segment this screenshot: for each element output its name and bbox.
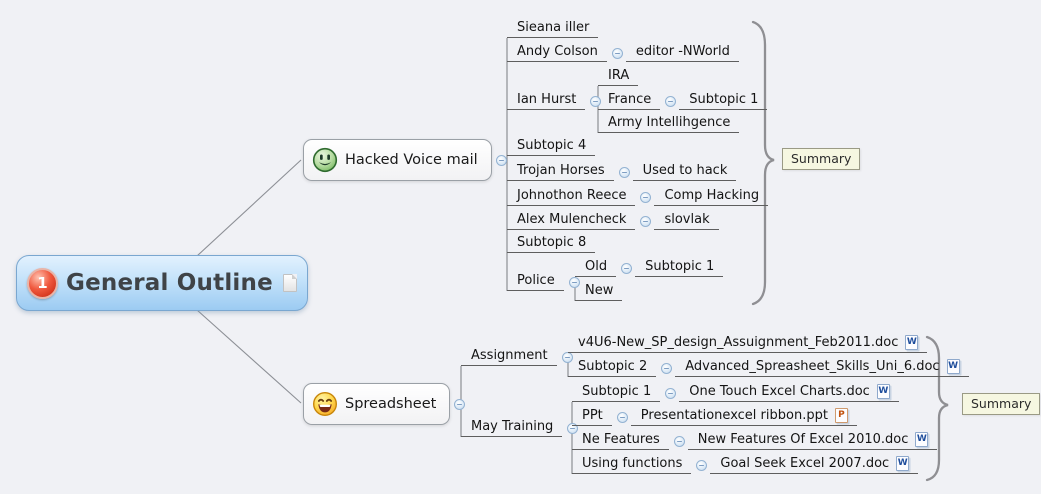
- subtopic-advanced-spreadsheet-doc[interactable]: Advanced_Spreasheet_Skills_Uni_6.doc W: [675, 358, 969, 377]
- green-smiley-icon: [312, 147, 338, 173]
- subtopic-andy-colson[interactable]: Andy Colson: [507, 43, 607, 62]
- collapse-button[interactable]: [567, 422, 579, 434]
- subtopic-old[interactable]: Old: [575, 258, 617, 277]
- summary-topic-bottom[interactable]: Summary: [962, 393, 1041, 415]
- subtopic-france[interactable]: France: [598, 91, 661, 110]
- word-file-icon[interactable]: W: [946, 359, 960, 374]
- subtopic-assignment-doc[interactable]: v4U6-New_SP_design_Assuignment_Feb2011.d…: [568, 334, 928, 353]
- subtopic-editor-nworld[interactable]: editor -NWorld: [625, 43, 739, 62]
- topic-label: Spreadsheet: [345, 396, 437, 412]
- subtopic-sieana-iller[interactable]: Sieana iller: [507, 19, 599, 38]
- laughing-smiley-icon: [312, 391, 338, 417]
- collapse-button[interactable]: [561, 351, 573, 363]
- central-topic[interactable]: 1 General Outline: [16, 255, 308, 311]
- topic-label: Hacked Voice mail: [345, 152, 478, 168]
- subtopic-used-to-hack[interactable]: Used to hack: [632, 162, 737, 181]
- collapse-button[interactable]: [661, 362, 673, 374]
- subtopic-comp-hacking[interactable]: Comp Hacking: [654, 187, 769, 206]
- powerpoint-file-icon[interactable]: P: [834, 408, 848, 423]
- subtopic-one-touch-excel-doc[interactable]: One Touch Excel Charts.doc W: [679, 383, 899, 402]
- priority-1-marker-icon[interactable]: 1: [27, 267, 58, 299]
- subtopic-4[interactable]: Subtopic 4: [507, 137, 596, 156]
- summary-topic-top[interactable]: Summary: [782, 148, 861, 170]
- word-file-icon[interactable]: W: [876, 384, 890, 399]
- subtopic-may-subtopic1[interactable]: Subtopic 1: [572, 383, 661, 402]
- collapse-button[interactable]: [618, 166, 630, 178]
- collapse-button[interactable]: [611, 47, 623, 59]
- word-file-icon[interactable]: W: [896, 456, 910, 471]
- collapse-button[interactable]: [665, 95, 677, 107]
- subtopic-slovlak[interactable]: slovlak: [654, 211, 719, 230]
- word-file-icon[interactable]: W: [905, 335, 919, 350]
- collapse-button[interactable]: [673, 435, 685, 447]
- collapse-button[interactable]: [590, 95, 602, 107]
- word-file-icon[interactable]: W: [915, 432, 929, 447]
- collapse-button[interactable]: [621, 262, 633, 274]
- subtopic-old-subtopic1[interactable]: Subtopic 1: [635, 258, 724, 277]
- subtopic-goal-seek-doc[interactable]: Goal Seek Excel 2007.doc W: [710, 455, 919, 474]
- central-topic-label: General Outline: [66, 270, 273, 296]
- subtopic-ira[interactable]: IRA: [598, 67, 639, 86]
- collapse-button[interactable]: [495, 154, 507, 166]
- note-icon[interactable]: [282, 274, 298, 292]
- subtopic-france-subtopic1[interactable]: Subtopic 1: [679, 91, 768, 110]
- subtopic-police[interactable]: Police: [507, 272, 564, 291]
- topic-hacked-voice-mail[interactable]: Hacked Voice mail: [303, 139, 507, 181]
- collapse-button[interactable]: [454, 398, 466, 410]
- subtopic-new[interactable]: New: [575, 282, 623, 301]
- subtopic-using-functions[interactable]: Using functions: [572, 455, 692, 474]
- collapse-button[interactable]: [568, 276, 580, 288]
- collapse-button[interactable]: [616, 411, 628, 423]
- collapse-button[interactable]: [665, 387, 677, 399]
- subtopic-new-features-doc[interactable]: New Features Of Excel 2010.doc W: [687, 431, 938, 450]
- subtopic-presentation-ppt[interactable]: Presentationexcel ribbon.ppt P: [630, 407, 857, 426]
- subtopic-alex-mulencheck[interactable]: Alex Mulencheck: [507, 211, 636, 230]
- subtopic-may-training[interactable]: May Training: [461, 418, 563, 437]
- subtopic-johnothon-reece[interactable]: Johnothon Reece: [507, 187, 636, 206]
- collapse-button[interactable]: [640, 191, 652, 203]
- topic-spreadsheet[interactable]: Spreadsheet: [303, 383, 466, 425]
- subtopic-2[interactable]: Subtopic 2: [568, 358, 657, 377]
- collapse-button[interactable]: [640, 215, 652, 227]
- subtopic-ne-features[interactable]: Ne Features: [572, 431, 669, 450]
- subtopic-ian-hurst[interactable]: Ian Hurst: [507, 91, 586, 110]
- collapse-button[interactable]: [696, 459, 708, 471]
- subtopic-8[interactable]: Subtopic 8: [507, 234, 596, 253]
- summary-brace-top: [751, 20, 775, 306]
- subtopic-assignment[interactable]: Assignment: [461, 347, 557, 366]
- subtopic-ppt[interactable]: PPt: [572, 407, 612, 426]
- subtopic-trojan-horses[interactable]: Trojan Horses: [507, 162, 614, 181]
- subtopic-army-intellihgence[interactable]: Army Intellihgence: [598, 114, 740, 133]
